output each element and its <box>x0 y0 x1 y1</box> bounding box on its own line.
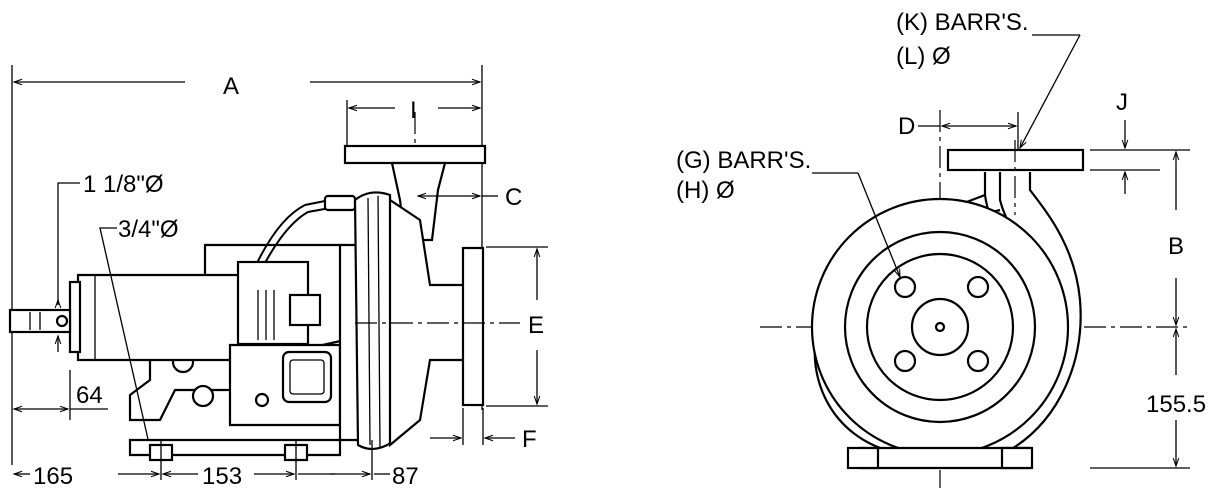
casing-drain <box>254 392 270 408</box>
dim-c-label: C <box>505 184 522 211</box>
dim-h-label: (H) Ø <box>676 177 735 204</box>
dim-j-label: J <box>1116 89 1128 116</box>
dim-k-label: (K) BARR'S. <box>896 9 1029 36</box>
shaft-dia-label: 1 1/8"Ø <box>83 171 164 198</box>
dim-k-leader <box>1019 34 1081 150</box>
shaft-key <box>55 314 69 328</box>
dim-87-label: 87 <box>392 463 419 490</box>
casing-window <box>281 350 333 404</box>
volute-line-2 <box>377 195 381 449</box>
tube-fitting <box>323 194 357 212</box>
front-view: (K) BARR'S. (L) Ø D (G) BARR'S. <box>676 9 1206 488</box>
discharge-flange <box>343 144 487 165</box>
small-dia-leader <box>99 227 152 450</box>
dim-64-label: 64 <box>76 382 103 409</box>
dim-a-label: A <box>223 73 239 100</box>
bolt-hole-1 <box>893 275 917 299</box>
dim-g-label: (G) BARR'S. <box>676 147 811 174</box>
dim-l-label: (L) Ø <box>896 43 951 70</box>
front-foot-left <box>846 446 880 470</box>
casing-window-inner <box>289 359 325 395</box>
dim-i-label: I <box>410 97 417 124</box>
dim-b-label: B <box>1168 233 1184 260</box>
housing-end-cap <box>68 280 82 354</box>
front-foot-right <box>1000 446 1034 470</box>
dim-f-label: F <box>522 426 537 453</box>
dim-155-label: 155.5 <box>1146 391 1206 418</box>
suction-flange <box>461 246 485 407</box>
dim-165-label: 165 <box>33 463 73 490</box>
hub-center <box>934 321 946 333</box>
dim-e-label: E <box>528 312 544 339</box>
small-dia-label: 3/4"Ø <box>118 216 179 243</box>
gland <box>288 293 322 327</box>
bearing-housing-body <box>76 273 247 362</box>
volute-line-1 <box>367 197 371 446</box>
frame-hole-2 <box>191 384 215 408</box>
shaft-dia-leader <box>57 182 80 305</box>
bolt-hole-4 <box>966 349 990 373</box>
bolt-hole-2 <box>966 275 990 299</box>
dim-d-label: D <box>898 113 915 140</box>
side-view: A I C 1 1/8"Ø 3/4"Ø <box>8 65 548 490</box>
bolt-hole-3 <box>893 349 917 373</box>
dim-153-label: 153 <box>202 463 242 490</box>
dim-g-leader <box>857 172 901 279</box>
